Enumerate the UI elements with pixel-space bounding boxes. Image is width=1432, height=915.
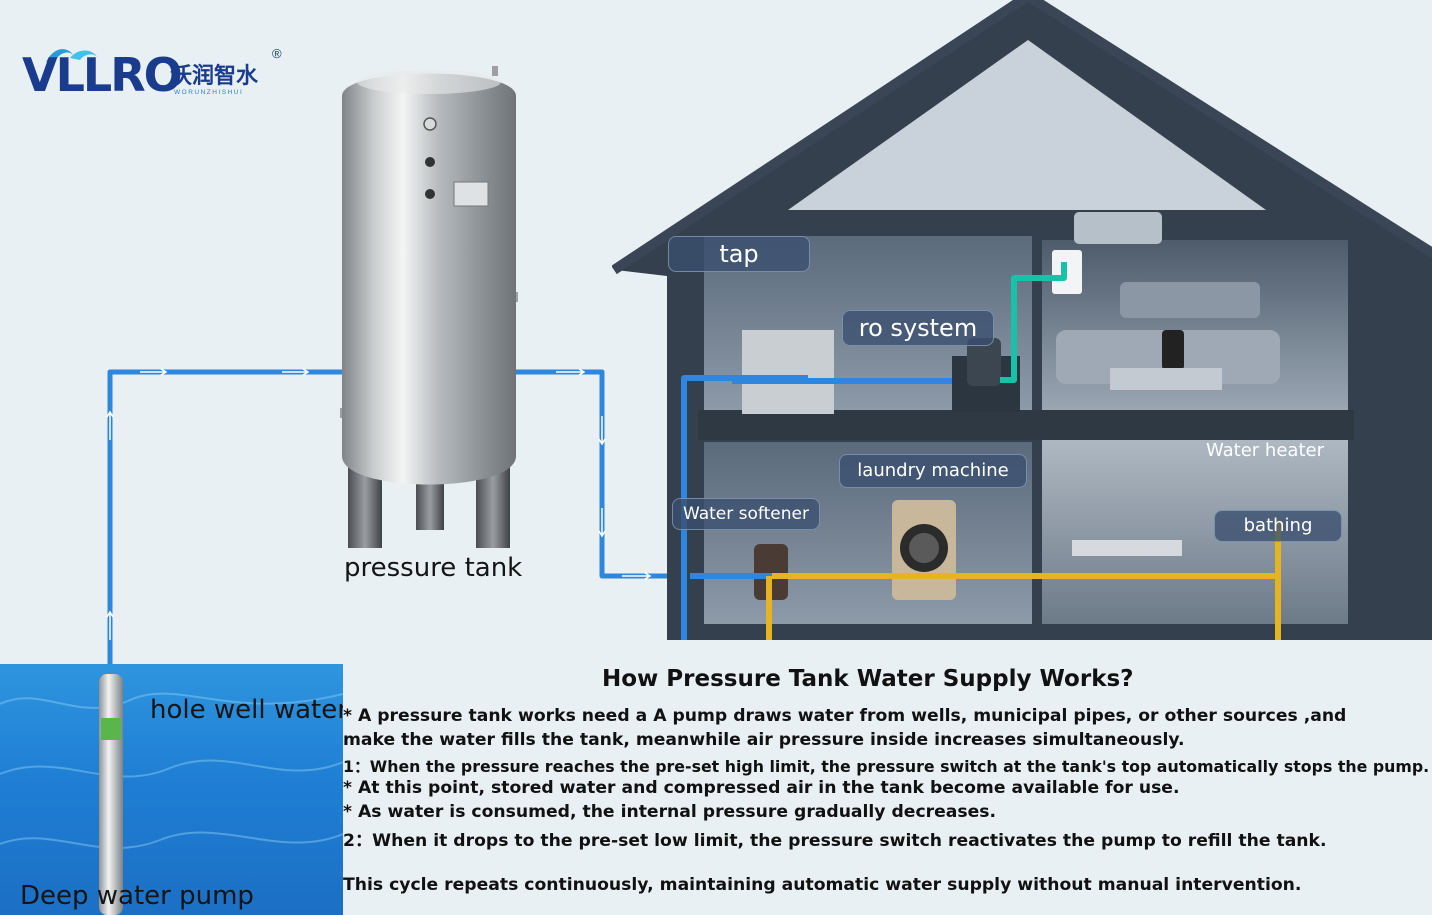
info-title: How Pressure Tank Water Supply Works? — [602, 666, 1134, 692]
pipe-well-to-tank — [107, 369, 342, 668]
hole-well-water-label: hole well water — [150, 695, 343, 725]
pressure-tank-label: pressure tank — [344, 553, 523, 583]
brand-logo: VLLRO 沃润智水 WORUNZHISHUI ® — [22, 44, 292, 104]
water-ripples — [0, 692, 343, 849]
info-line: 2：When it drops to the pre-set low limit… — [343, 831, 1327, 851]
house-illustration — [612, 0, 1432, 640]
wave-icon — [46, 49, 98, 62]
pressure-tank — [340, 66, 518, 548]
info-line: 1：When the pressure reaches the pre-set … — [343, 757, 1430, 776]
well-water-panel: hole well water Deep water pump — [0, 664, 343, 915]
info-line: This cycle repeats continuously, maintai… — [343, 875, 1302, 895]
ro-system-label: ro system — [842, 310, 994, 346]
flow-arrows — [106, 368, 652, 640]
info-line: make the water fills the tank, meanwhile… — [343, 730, 1185, 750]
deep-water-pump-body — [99, 674, 123, 915]
tap-label: tap — [668, 236, 810, 272]
laundry-machine-label: laundry machine — [839, 454, 1027, 488]
logo-pinyin: WORUNZHISHUI — [174, 89, 244, 96]
bathing-label: bathing — [1214, 510, 1342, 542]
info-line: * A pressure tank works need a A pump dr… — [343, 706, 1347, 726]
logo-chinese-name: 沃润智水 — [170, 64, 259, 89]
registered-mark: ® — [272, 46, 282, 61]
water-heater-label: Water heater — [1206, 440, 1324, 461]
deep-water-pump-label: Deep water pump — [20, 881, 254, 911]
logo-wordmark: VLLRO — [22, 48, 183, 102]
info-line: * As water is consumed, the internal pre… — [343, 802, 997, 822]
info-line: * At this point, stored water and compre… — [343, 778, 1180, 798]
water-softener-label: Water softener — [672, 498, 820, 530]
